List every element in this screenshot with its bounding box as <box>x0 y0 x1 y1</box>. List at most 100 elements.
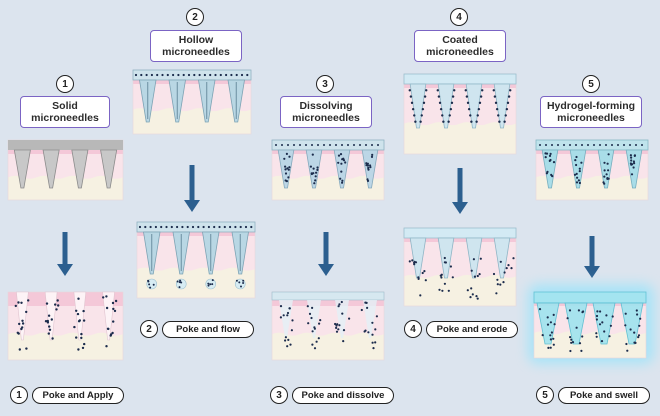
step-label-poke-and-erode: Poke and erode <box>426 321 518 338</box>
drug-particle <box>288 155 291 158</box>
drug-particle <box>114 299 118 303</box>
drug-particle <box>82 319 86 322</box>
column-number-3: 3 <box>316 75 334 93</box>
drug-particle <box>603 161 606 164</box>
drug-particle <box>209 283 212 286</box>
drug-particle <box>552 337 555 340</box>
drug-particle <box>549 152 552 155</box>
drug-particle <box>286 314 289 317</box>
drug-particle <box>284 339 287 342</box>
microneedle <box>409 83 427 129</box>
title-dissolving-microneedles: Dissolving microneedles <box>280 96 372 128</box>
drug-particle <box>372 347 375 350</box>
drug-particle <box>595 335 598 338</box>
microneedle <box>333 149 351 189</box>
drug-particle <box>371 341 374 344</box>
drug-particle <box>341 312 344 315</box>
drug-particle <box>207 282 210 285</box>
drug-particle <box>632 166 635 169</box>
drug-particle <box>51 337 54 340</box>
drug-particle <box>287 176 290 179</box>
drug-particle <box>414 261 418 264</box>
drug-particle <box>102 296 105 299</box>
drug-particle <box>476 297 479 300</box>
drug-particle <box>629 154 633 157</box>
drug-particle <box>596 310 599 313</box>
drug-particle <box>338 303 341 306</box>
drug-particle <box>314 175 317 178</box>
arrow-solid <box>57 232 73 276</box>
drug-particle <box>311 330 314 333</box>
title-coated-microneedles: Coated microneedles <box>414 30 506 62</box>
drug-particle <box>549 334 552 337</box>
drug-particle <box>575 181 579 184</box>
drug-particle <box>81 346 85 350</box>
drug-particle <box>472 258 475 261</box>
drug-particle <box>598 323 602 326</box>
drug-particle <box>47 314 51 317</box>
drug-particle <box>606 177 609 180</box>
drug-particle <box>318 322 321 325</box>
drug-particle <box>316 168 319 171</box>
drug-particle <box>48 325 51 328</box>
drug-particle <box>366 162 369 165</box>
drug-particle <box>342 329 346 332</box>
microneedle <box>541 149 559 189</box>
drug-particle <box>547 346 550 349</box>
step-label-poke-and-dissolve: Poke and dissolve <box>292 387 394 404</box>
drug-particle <box>550 331 554 334</box>
drug-particle <box>632 160 636 163</box>
drug-particle <box>148 283 151 286</box>
drug-particle <box>315 171 318 174</box>
drug-particle <box>47 332 50 335</box>
drug-particle <box>479 257 482 260</box>
drug-particle <box>21 322 25 325</box>
drug-particle <box>282 314 285 317</box>
drug-particle <box>505 267 508 270</box>
drug-particle <box>423 270 426 273</box>
drug-particle <box>313 326 316 329</box>
microneedle <box>361 149 379 189</box>
drug-particle <box>633 341 636 344</box>
drug-particle <box>570 338 573 341</box>
drug-particle <box>424 279 427 282</box>
drug-particle <box>549 338 553 341</box>
drug-particle <box>178 281 181 284</box>
drug-particle <box>45 302 49 305</box>
arrow-hollow <box>184 165 200 212</box>
drug-particle <box>54 303 57 306</box>
microneedle <box>493 83 511 129</box>
drug-particle <box>544 152 547 155</box>
drug-particle <box>291 319 294 322</box>
drug-particle <box>77 320 81 323</box>
drug-particle <box>334 322 337 326</box>
drug-particle <box>601 321 604 324</box>
drug-particle <box>337 154 341 157</box>
drug-particle <box>77 297 80 300</box>
drug-particle <box>284 168 287 171</box>
drug-particle <box>578 167 581 170</box>
drug-particle <box>470 287 473 290</box>
drug-particle <box>211 283 214 286</box>
title-hydrogel-forming-microneedles: Hydrogel-forming microneedles <box>540 96 642 128</box>
drug-particle <box>367 331 370 334</box>
drug-particle <box>76 312 80 316</box>
drug-particle <box>111 331 114 335</box>
drug-particle <box>335 324 338 327</box>
drug-particle <box>367 168 370 171</box>
drug-particle <box>576 176 579 179</box>
step-number-2: 2 <box>140 320 158 338</box>
drug-particle <box>636 313 639 316</box>
drug-particle <box>46 321 50 324</box>
drug-particle <box>337 328 340 331</box>
drug-particle <box>113 309 117 313</box>
drug-particle <box>338 324 341 327</box>
drug-particle <box>569 336 572 339</box>
drug-particle <box>630 156 633 159</box>
drug-particle <box>419 294 422 297</box>
drug-particle <box>580 349 583 352</box>
microneedle <box>465 237 483 279</box>
drug-particle <box>176 280 179 283</box>
drug-particle <box>570 341 573 344</box>
